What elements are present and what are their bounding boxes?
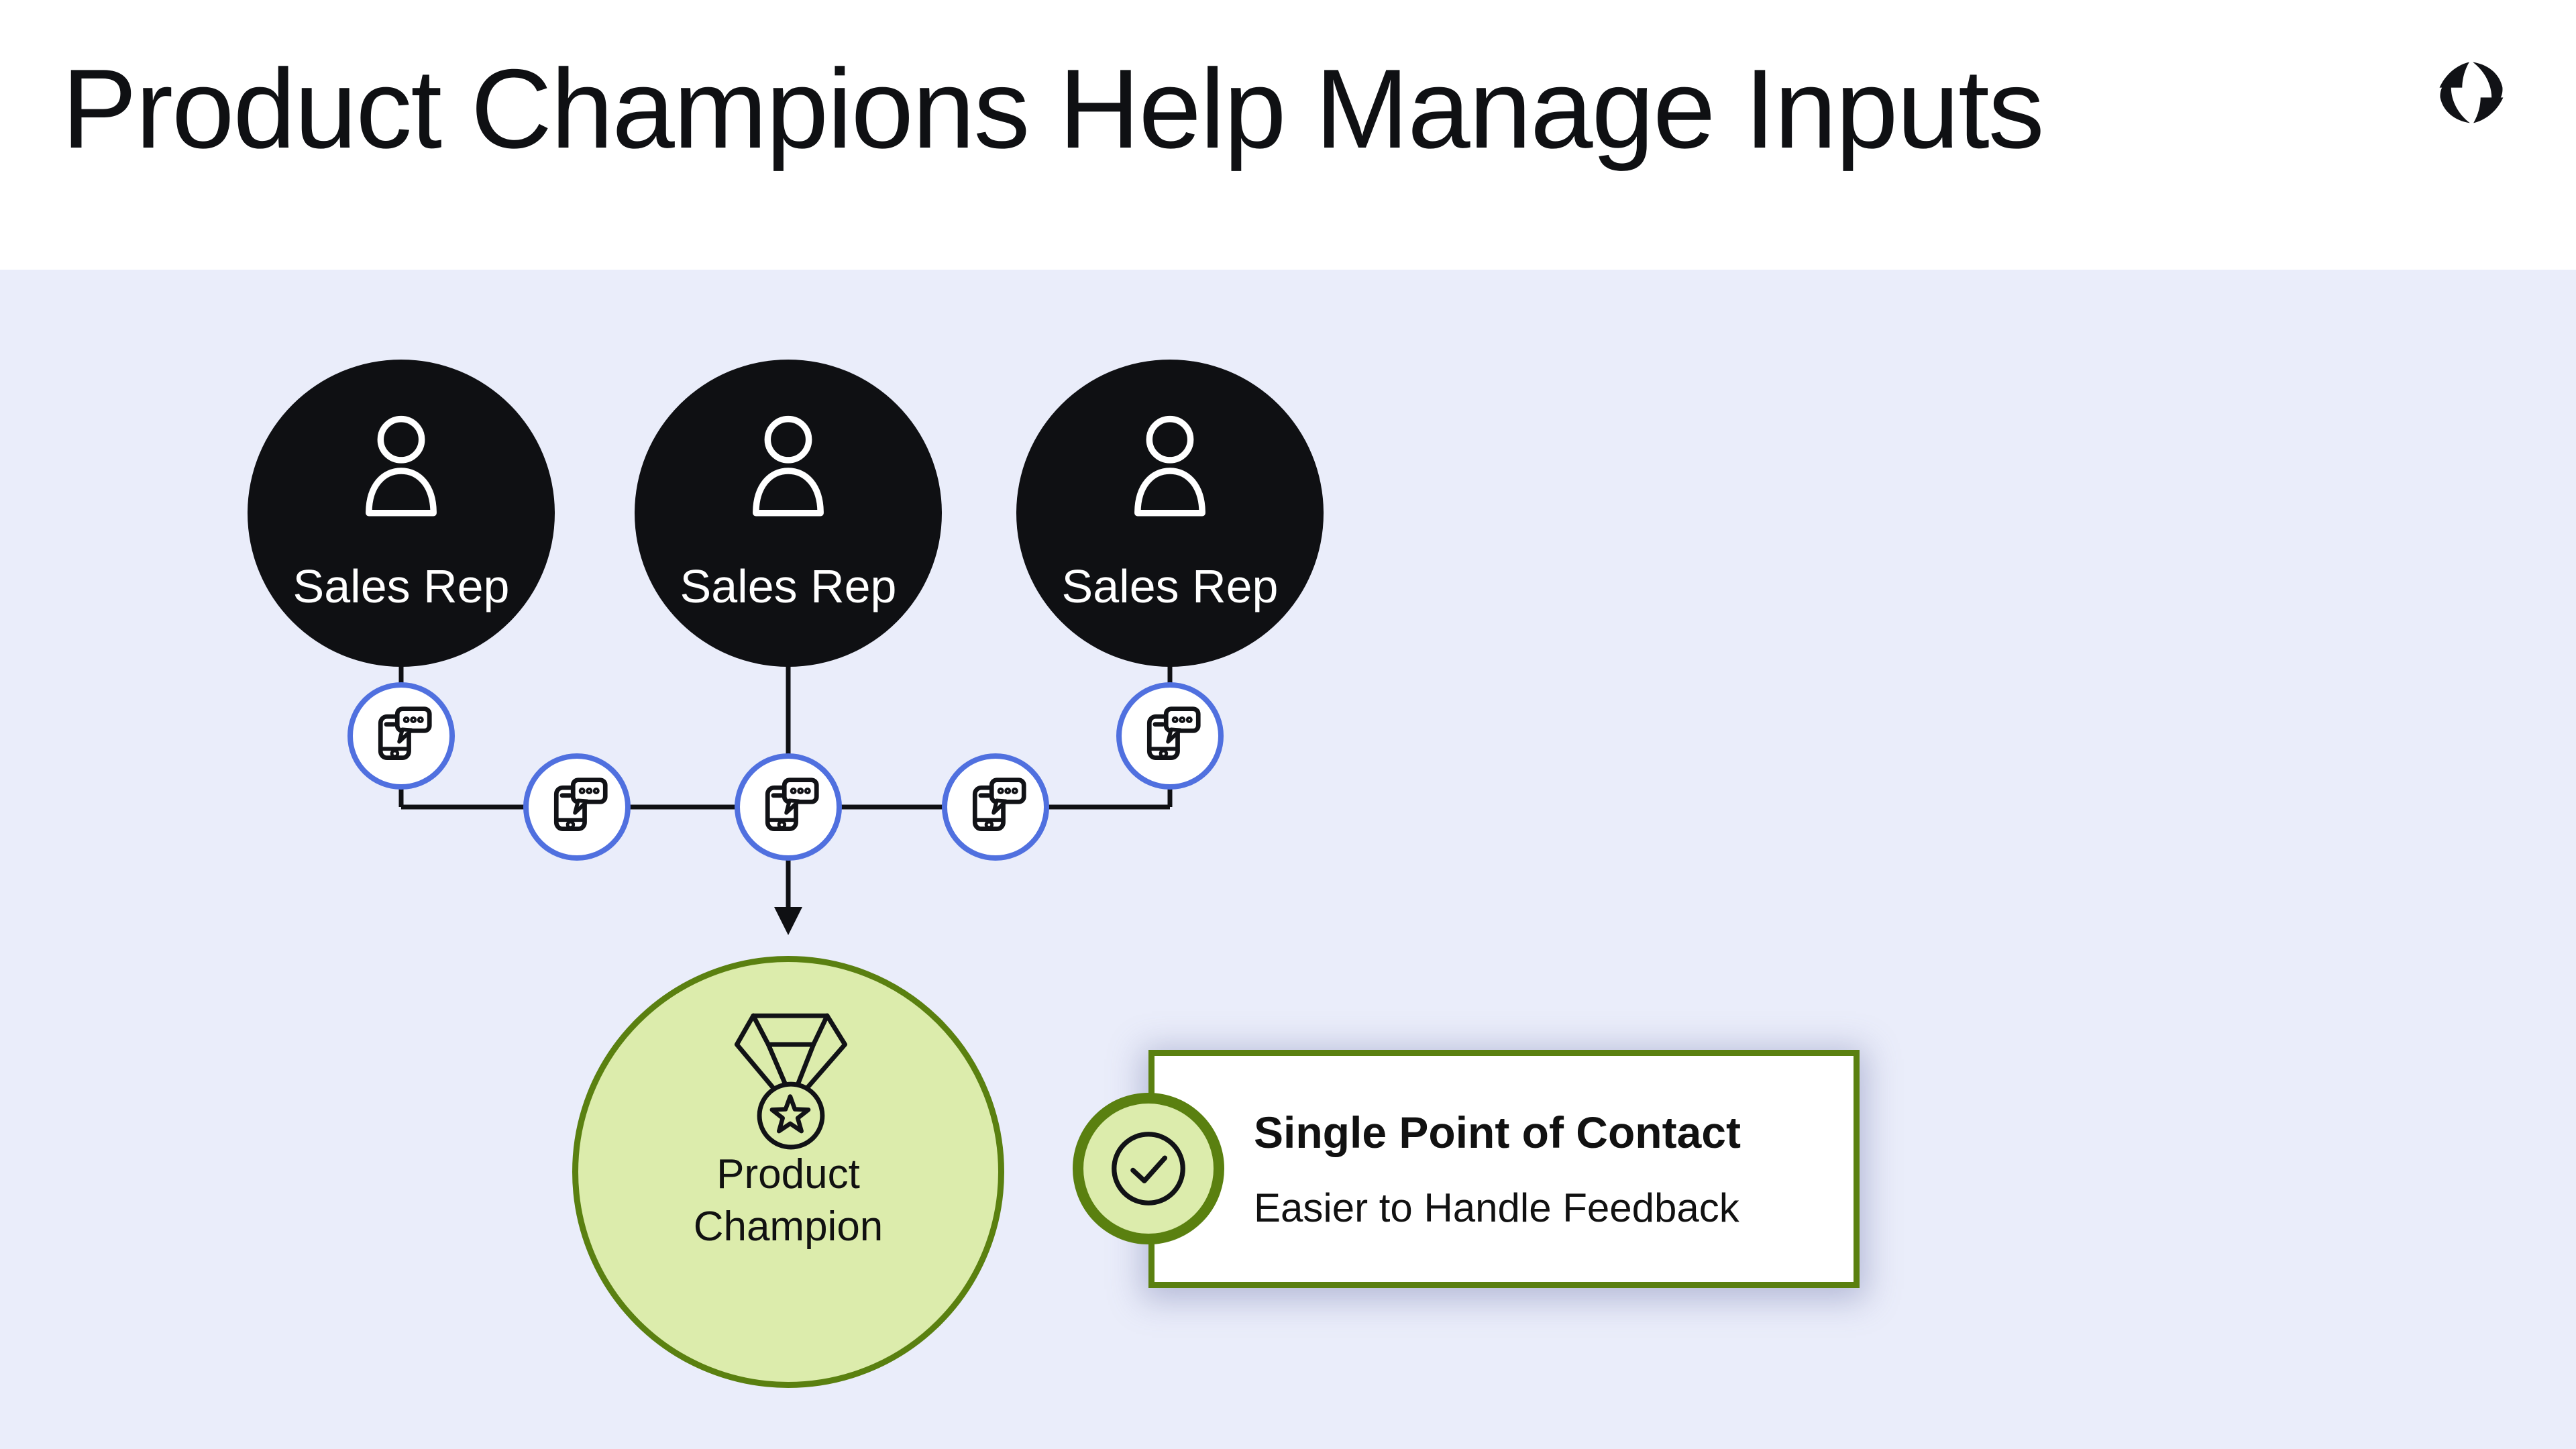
message-node-1 (347, 682, 455, 790)
message-node-5 (1116, 682, 1224, 790)
phone-chat-icon (553, 777, 608, 831)
sales-rep-label: Sales Rep (1061, 560, 1279, 612)
phone-chat-icon (765, 777, 819, 831)
arrowhead-icon (774, 907, 802, 935)
sales-rep-node-1: Sales Rep (248, 360, 555, 667)
message-node-2 (523, 753, 631, 861)
person-icon (1121, 409, 1219, 527)
message-node-4 (942, 753, 1049, 861)
person-icon (352, 409, 450, 527)
page-title: Product Champions Help Manage Inputs (62, 46, 2045, 172)
callout-title: Single Point of Contact (1254, 1108, 1741, 1157)
product-champion-label-line1: Product (716, 1151, 860, 1197)
phone-chat-icon (1146, 706, 1201, 760)
sales-rep-node-2: Sales Rep (635, 360, 942, 667)
medal-star-icon (723, 1010, 860, 1163)
callout-box (1148, 1050, 1860, 1288)
message-node-3 (735, 753, 842, 861)
product-champion-label: Product Champion (578, 1148, 998, 1253)
phone-chat-icon (972, 777, 1026, 831)
pinwheel-brand-logo-icon (2432, 62, 2510, 123)
sales-rep-label: Sales Rep (292, 560, 510, 612)
sales-rep-label: Sales Rep (680, 560, 897, 612)
person-icon (739, 409, 837, 527)
callout-subtitle: Easier to Handle Feedback (1254, 1185, 1739, 1230)
sales-rep-node-3: Sales Rep (1016, 360, 1324, 667)
header: Product Champions Help Manage Inputs (0, 0, 2576, 270)
product-champion-label-line2: Champion (693, 1203, 883, 1250)
phone-chat-icon (378, 706, 432, 760)
check-circle-icon (1112, 1132, 1185, 1205)
callout-text: Single Point of Contact Easier to Handle… (1254, 1107, 1741, 1232)
product-champion-node: Product Champion (572, 956, 1004, 1388)
check-circle-badge (1073, 1093, 1224, 1244)
